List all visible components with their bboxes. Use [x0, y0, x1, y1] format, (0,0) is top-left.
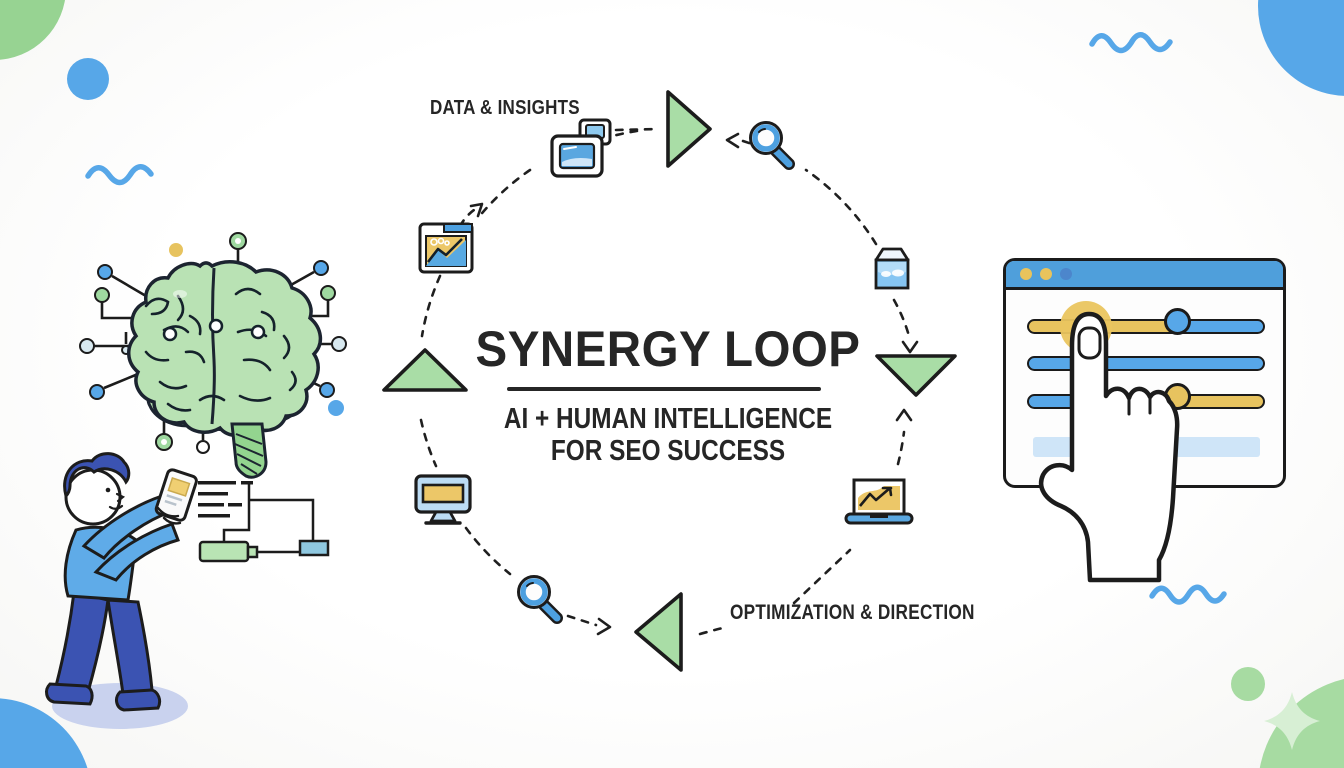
smartphone-icon — [154, 468, 198, 522]
corner-green-circle-topleft — [0, 0, 65, 60]
synergy-loop — [382, 90, 957, 672]
green-triangle-right — [666, 90, 712, 168]
person-hand — [156, 506, 182, 525]
label-data-insights: DATA & INSIGHTS — [430, 97, 580, 119]
brain-seam — [210, 267, 216, 425]
squiggle-bottomright — [1149, 584, 1227, 605]
brain-folds — [144, 287, 297, 412]
fingernail — [1077, 326, 1102, 360]
page-title: SYNERGY LOOP — [475, 321, 861, 377]
loop-triangles — [382, 90, 957, 672]
arrow-left-icon — [725, 132, 740, 149]
battery-icon — [198, 540, 250, 563]
chip-icon — [298, 539, 330, 557]
green-triangle-down — [875, 354, 957, 397]
browser-analytics-chart-icon — [418, 222, 474, 274]
blue-dot-topleft — [67, 58, 109, 100]
blue-dot-mid — [328, 400, 344, 416]
subtitle-line-1: AI + HUMAN INTELLIGENCE — [503, 403, 833, 435]
loop-arrowheads — [469, 132, 919, 636]
stacked-windows-icon — [550, 118, 612, 178]
green-triangle-left — [634, 592, 683, 672]
circuit-to-code — [222, 482, 315, 554]
slider-handle-1[interactable] — [1163, 308, 1191, 335]
green-triangle-up — [382, 348, 468, 392]
center-text-block: SYNERGY LOOP — [404, 320, 932, 378]
window-dot — [1020, 268, 1032, 280]
hand-cursor-icon — [1038, 311, 1180, 583]
label-optimization-direction: OPTIMIZATION & DIRECTION — [730, 601, 975, 624]
arrow-down-icon — [901, 340, 919, 354]
code-lines — [198, 481, 253, 518]
squiggle-topright — [1089, 32, 1173, 54]
person-hair — [63, 452, 131, 499]
corner-blue-circle-bottomleft — [0, 698, 88, 768]
window-titlebar — [1006, 261, 1283, 290]
package-box-icon — [874, 247, 910, 290]
battery-nub — [246, 545, 259, 559]
laptop-growth-chart-icon — [844, 478, 914, 525]
brain — [126, 259, 323, 479]
arrow-right-icon — [596, 617, 612, 636]
arrow-up-icon — [895, 408, 913, 422]
squiggle-left — [85, 164, 154, 186]
ai-human-brain-illustration — [45, 232, 347, 729]
circuit-nodes — [79, 232, 347, 454]
sparkle-icon — [1264, 692, 1320, 750]
yellow-dot-brain — [169, 243, 183, 257]
person-with-phone — [45, 452, 198, 729]
subtitle-line-2: FOR SEO SUCCESS — [550, 435, 786, 467]
loop-dashed-arcs — [419, 127, 911, 636]
shoe — [45, 682, 94, 706]
window-dot — [1060, 268, 1072, 280]
arrow-upright-icon — [469, 202, 484, 218]
green-dot-bottomright — [1231, 667, 1265, 701]
window-dot — [1040, 268, 1052, 280]
magnifier-icon — [749, 121, 795, 170]
person-head — [64, 468, 122, 526]
magnifier-icon — [517, 575, 563, 624]
shoe — [115, 688, 162, 712]
corner-blue-circle-topright — [1258, 0, 1344, 96]
brainstem — [230, 422, 268, 479]
desktop-monitor-icon — [414, 474, 472, 525]
title-underline — [507, 387, 821, 391]
